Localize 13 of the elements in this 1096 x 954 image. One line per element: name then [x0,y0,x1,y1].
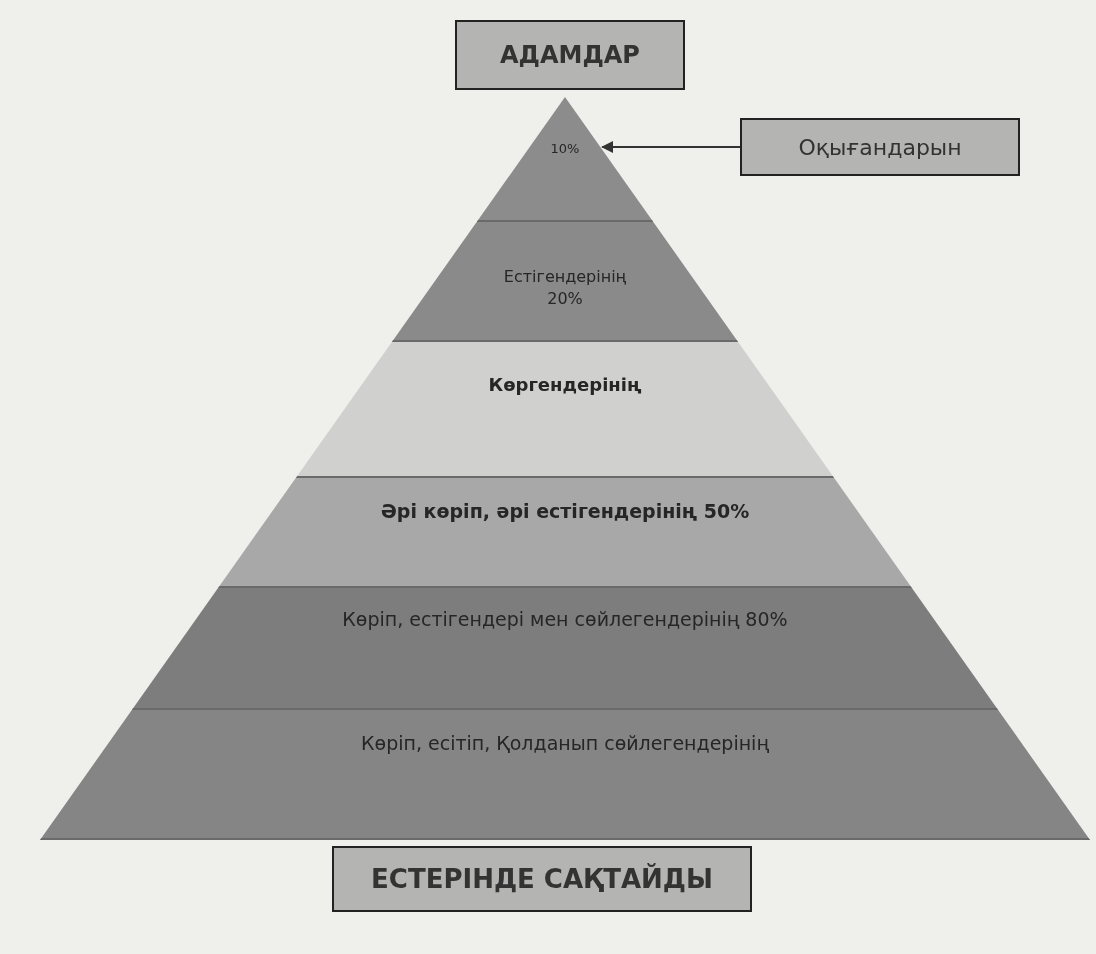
layer-label: Естігендерінің 20% [502,266,628,311]
box-label: Оқығандарын [798,134,962,160]
box-label: АДАМДАР [500,41,640,69]
layer-label: Көргендерінің [487,372,643,397]
label-box [455,20,685,90]
label-box [332,846,752,912]
layer-label: Көріп, есітіп, Қолданып сөйлегендерінің [360,731,770,756]
label-box [740,118,1020,176]
layer-label: 10% [549,140,581,159]
arrow [601,141,741,153]
layer-label: Әрі көріп, әрі естігендерінің 50% [379,498,751,524]
layer-label: Көріп, естігендері мен сөйлегендерінің 80% [341,606,789,632]
box-label: ЕСТЕРІНДЕ САҚТАЙДЫ [371,864,713,894]
